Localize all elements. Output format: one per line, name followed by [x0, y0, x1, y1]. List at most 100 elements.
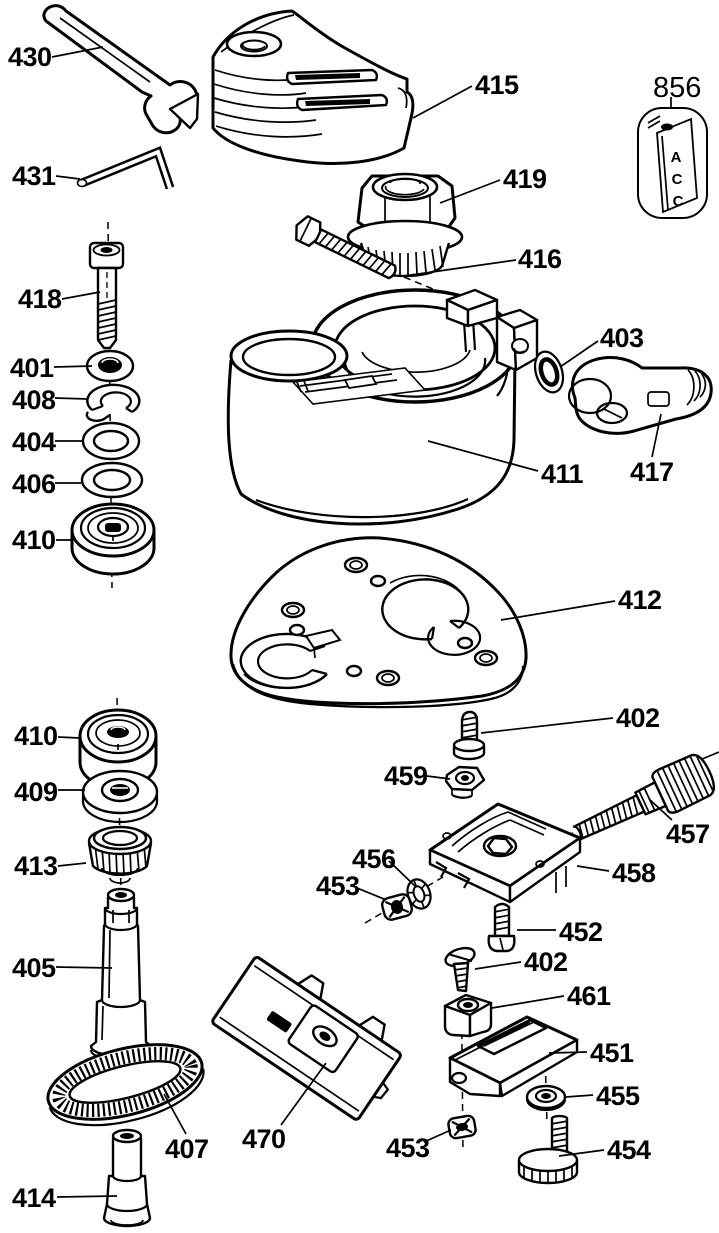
part-label-470-35: 470 [242, 1124, 286, 1154]
leader-line-412-15 [500, 600, 616, 621]
part-label-401-7: 401 [10, 353, 54, 383]
part-label-410-16: 410 [14, 721, 58, 751]
leader-line-417-14 [651, 413, 662, 458]
laminated-shoe-drawing [211, 9, 415, 165]
acc-letter-c1: C [672, 171, 683, 188]
leader-lines [51, 46, 673, 1198]
nut-453b-drawing [447, 1114, 477, 1140]
leader-line-403-12 [559, 340, 599, 368]
leader-line-419-4 [439, 179, 501, 204]
leader-line-418-6 [61, 291, 101, 300]
accessory-box-drawing: A C C [637, 107, 708, 219]
leader-line-453-34 [423, 1129, 452, 1143]
grommet-403-drawing [533, 350, 565, 394]
part-label-415-2: 415 [475, 70, 519, 100]
thumb-screw-454-drawing [517, 1114, 579, 1185]
hex-bolt-drawing [295, 215, 397, 280]
part-label-430-0: 430 [8, 42, 52, 72]
pulley-drawing [87, 825, 153, 884]
belt-drawing [46, 1043, 205, 1127]
leader-line-459-23 [426, 775, 451, 780]
leader-line-413-18 [57, 862, 87, 867]
part-label-461-30: 461 [567, 981, 611, 1011]
lock-washer-drawing [85, 383, 141, 423]
leader-line-461-30 [491, 995, 565, 1009]
nut-453a-drawing [381, 893, 413, 921]
leader-line-455-32 [565, 1094, 594, 1098]
bearing-upper-drawing [70, 502, 156, 576]
part-label-408-8: 408 [12, 385, 56, 415]
rail-451-drawing [448, 1015, 579, 1098]
spindle-drawing [89, 887, 153, 1072]
leader-line-410-16 [57, 736, 81, 739]
part-label-410-11: 410 [12, 525, 56, 555]
flange-washer-drawing [81, 769, 159, 824]
screw-452-drawing [487, 902, 516, 953]
leader-line-453-27 [356, 887, 385, 900]
leader-line-411-13 [427, 440, 539, 472]
part-label-452-28: 452 [559, 917, 603, 947]
part-label-459-23: 459 [384, 761, 428, 791]
screw-402b-drawing [444, 946, 476, 993]
thumb-screw-457-drawing [572, 753, 716, 841]
washer-455-drawing [525, 1084, 567, 1112]
leader-line-454-33 [558, 1149, 605, 1157]
leader-line-416-5 [403, 259, 517, 277]
part-label-413-18: 413 [14, 851, 58, 881]
acc-letter-a: A [671, 149, 682, 166]
part-label-856-3: 856 [653, 72, 702, 104]
bracket-458-drawing [428, 802, 582, 904]
part-label-412-15: 412 [618, 585, 662, 615]
leader-line-402-22 [480, 717, 614, 734]
part-label-403-12: 403 [600, 323, 644, 353]
deflector-470-drawing [211, 956, 402, 1121]
housing-drawing [226, 288, 539, 526]
part-label-402-22: 402 [616, 703, 660, 733]
leader-line-431-1 [55, 175, 81, 180]
part-label-456-26: 456 [352, 844, 396, 874]
leader-line-402-29 [474, 961, 522, 970]
base-plate-drawing [229, 536, 528, 709]
part-label-414-21: 414 [12, 1183, 56, 1213]
wrench-drawing [42, 4, 200, 135]
part-label-418-6: 418 [18, 284, 62, 314]
part-label-405-19: 405 [12, 953, 56, 983]
part-label-407-20: 407 [165, 1134, 209, 1164]
bushing-drawing [102, 1128, 152, 1228]
leader-line-407-20 [163, 1093, 187, 1135]
part-label-451-31: 451 [590, 1038, 634, 1068]
part-label-402-29: 402 [524, 947, 568, 977]
leader-line-458-25 [576, 865, 610, 872]
part-label-409-17: 409 [14, 777, 58, 807]
cap-screw-drawing [88, 241, 125, 350]
leader-line-408-8 [54, 397, 89, 400]
clamp-lever-drawing [567, 356, 713, 435]
block-461-drawing [443, 993, 493, 1038]
screw-402a-drawing [452, 710, 486, 761]
leader-line-401-7 [53, 365, 93, 368]
part-label-431-1: 431 [12, 161, 56, 191]
acc-letter-c2: C [673, 193, 684, 210]
leader-line-405-19 [55, 966, 113, 969]
part-label-453-27: 453 [316, 871, 360, 901]
part-label-411-13: 411 [541, 459, 584, 489]
part-label-454-33: 454 [607, 1135, 651, 1165]
part-label-417-14: 417 [630, 457, 674, 487]
part-label-419-4: 419 [503, 164, 547, 194]
leader-line-414-21 [56, 1195, 118, 1198]
washer-406-drawing [80, 461, 144, 499]
leader-line-430-0 [51, 46, 104, 58]
leader-line-456-26 [388, 860, 416, 887]
hex-key-drawing [76, 146, 175, 190]
washer-456-drawing [406, 878, 432, 910]
washer-401-drawing [85, 349, 135, 383]
part-label-406-10: 406 [12, 469, 56, 499]
part-label-404-9: 404 [12, 427, 56, 457]
part-label-453-34: 453 [386, 1133, 430, 1163]
part-label-455-32: 455 [596, 1081, 640, 1111]
leader-line-415-2 [412, 85, 473, 119]
washer-404-drawing [81, 421, 141, 461]
part-label-457-24: 457 [666, 819, 710, 849]
